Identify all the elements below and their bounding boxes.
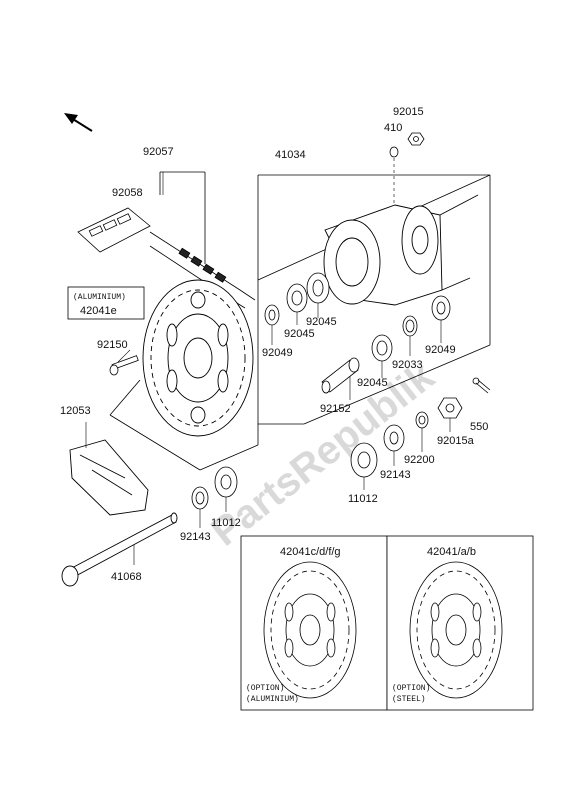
option-aluminium-part: 42041c/d/f/g bbox=[280, 546, 341, 558]
rear-hub bbox=[323, 194, 479, 306]
sprocket-tag-box bbox=[67, 286, 145, 320]
label-92058: 92058 bbox=[112, 187, 143, 199]
label-41034: 41034 bbox=[275, 149, 306, 161]
option-steel-tag: (OPTION) bbox=[392, 684, 430, 693]
label-41068: 41068 bbox=[111, 571, 142, 583]
label-12053: 12053 bbox=[60, 405, 91, 417]
nut-92015 bbox=[407, 132, 425, 146]
nut-410 bbox=[389, 146, 399, 158]
label-92143-left: 92143 bbox=[180, 531, 211, 543]
seal-92049-b bbox=[431, 295, 451, 321]
bearing-92045-a bbox=[286, 283, 308, 313]
leader-lines bbox=[85, 172, 451, 565]
nut-92015a bbox=[437, 397, 463, 419]
sprocket-frame bbox=[109, 171, 259, 471]
option-aluminium-material: (ALUMINIUM) bbox=[246, 695, 299, 704]
label-92045-c: 92045 bbox=[357, 377, 388, 389]
option-box-aluminium: 42041c/d/f/g (OPTION) (ALUMINIUM) bbox=[240, 535, 388, 711]
option-steel-sprocket bbox=[409, 561, 503, 699]
label-92143-right: 92143 bbox=[380, 469, 411, 481]
label-11012-right: 11012 bbox=[348, 493, 378, 505]
seal-11012-left bbox=[214, 466, 238, 498]
label-550: 550 bbox=[470, 421, 488, 433]
label-410: 410 bbox=[384, 122, 402, 134]
washer-92200 bbox=[415, 411, 429, 429]
label-92045-a: 92045 bbox=[284, 328, 315, 340]
bearing-92045-b bbox=[306, 272, 330, 304]
option-aluminium-tag: (OPTION) bbox=[246, 684, 284, 693]
label-92049-left: 92049 bbox=[262, 347, 293, 359]
chain-link-kit bbox=[77, 207, 151, 253]
collar-92143-left bbox=[191, 486, 209, 510]
label-92200: 92200 bbox=[404, 454, 435, 466]
rear-axle bbox=[61, 512, 178, 587]
label-92045-b: 92045 bbox=[306, 316, 337, 328]
hub-frame bbox=[257, 174, 491, 425]
seal-11012-right bbox=[350, 442, 378, 478]
label-11012-left: 11012 bbox=[211, 517, 241, 529]
label-92057: 92057 bbox=[143, 146, 174, 158]
bearing-92045-c bbox=[371, 334, 393, 362]
seal-92049-a bbox=[264, 304, 280, 326]
chain-adjuster bbox=[69, 439, 149, 516]
circlip-92033 bbox=[402, 315, 418, 337]
label-92150: 92150 bbox=[97, 339, 128, 351]
label-92015: 92015 bbox=[393, 106, 424, 118]
spacer-92152 bbox=[321, 357, 360, 394]
rear-sprocket-main bbox=[142, 279, 254, 437]
collar-92143-right bbox=[383, 424, 405, 452]
label-92015a: 92015a bbox=[437, 435, 475, 447]
option-aluminium-sprocket bbox=[263, 561, 357, 699]
option-steel-material: (STEEL) bbox=[392, 695, 426, 704]
label-92049-right: 92049 bbox=[425, 344, 456, 356]
label-92033: 92033 bbox=[392, 359, 423, 371]
aluminium-tag: (ALUMINIUM) bbox=[73, 293, 126, 302]
direction-arrow-icon bbox=[64, 113, 93, 132]
label-42041e: 42041e bbox=[80, 305, 117, 317]
option-steel-part: 42041/a/b bbox=[427, 546, 476, 558]
drive-chain bbox=[149, 231, 256, 309]
cotter-pin-550 bbox=[472, 377, 491, 394]
label-92152: 92152 bbox=[320, 403, 351, 415]
sprocket-bolt bbox=[109, 355, 139, 376]
option-box-steel: 42041/a/b (OPTION) (STEEL) bbox=[386, 535, 534, 711]
